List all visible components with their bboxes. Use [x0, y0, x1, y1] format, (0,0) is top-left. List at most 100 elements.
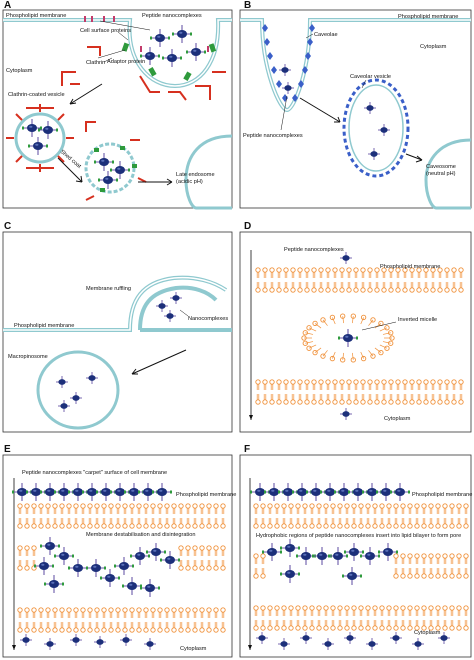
bilayer-d-bottom	[255, 379, 464, 405]
lipid-head	[386, 517, 392, 529]
label-e-membrane: Phospholipid membrane	[176, 492, 236, 498]
lipid-head	[407, 619, 413, 631]
micelle-tail	[379, 327, 388, 332]
lipid-head	[255, 379, 261, 391]
caveolin-coat	[262, 24, 315, 102]
micelle-tail	[322, 350, 328, 357]
lipid-head	[311, 393, 317, 405]
lipid-head	[351, 517, 357, 529]
lipid-head	[330, 605, 336, 617]
lipid-head	[253, 605, 259, 617]
lipid-head	[423, 379, 429, 391]
lipid-head	[267, 517, 273, 529]
lipid-head	[213, 517, 219, 529]
lipid-head	[24, 607, 30, 619]
lipid-head	[143, 607, 149, 619]
lipid-head	[456, 553, 462, 565]
lipid-head	[38, 621, 44, 633]
lipid-head	[414, 517, 420, 529]
lipid-head	[269, 281, 275, 293]
lipid-head	[260, 503, 266, 515]
lipid-head	[171, 503, 177, 515]
lipid-head	[311, 281, 317, 293]
lipid-head	[442, 503, 448, 515]
lipid-head	[164, 607, 170, 619]
panel-a: Phospholipid membrane Peptide nanocomple…	[3, 13, 233, 210]
lipid-head	[80, 517, 86, 529]
lipid-head	[288, 619, 294, 631]
lipid-head	[94, 517, 100, 529]
lipid-head	[45, 503, 51, 515]
lipid-head	[276, 267, 282, 279]
lipid-head	[136, 607, 142, 619]
lipid-head	[206, 545, 212, 557]
lipid-head	[304, 393, 310, 405]
label-a-nanocomplexes: Peptide nanocomplexes	[142, 13, 202, 19]
lipid-head	[463, 553, 469, 565]
lipid-head	[463, 567, 469, 579]
lipid-head	[400, 553, 406, 565]
lipid-head	[199, 545, 205, 557]
lipid-head	[192, 559, 198, 571]
lipid-head	[402, 393, 408, 405]
lipid-head	[458, 281, 464, 293]
micelle-head	[306, 345, 312, 351]
lipid-head	[185, 621, 191, 633]
lipid-head	[297, 379, 303, 391]
lipid-head	[295, 605, 301, 617]
lipid-head	[325, 393, 331, 405]
lipid-head	[318, 393, 324, 405]
lipid-head	[395, 393, 401, 405]
lipid-head	[157, 607, 163, 619]
lipid-head	[316, 503, 322, 515]
bilayer-e-top	[17, 503, 226, 529]
panel-b-letter: B	[244, 0, 251, 11]
lipid-head	[274, 503, 280, 515]
label-c-membrane: Phospholipid membrane	[14, 323, 74, 329]
lipid-head	[288, 517, 294, 529]
lipid-head	[281, 605, 287, 617]
label-d-micelle: Inverted micelle	[398, 317, 437, 323]
lipid-head	[87, 503, 93, 515]
lipid-head	[220, 621, 226, 633]
cytoplasm-nc-e	[19, 633, 157, 651]
micelle-tail	[360, 351, 364, 359]
lipid-head	[171, 607, 177, 619]
lipid-head	[108, 517, 114, 529]
lipid-head	[414, 503, 420, 515]
lipid-head	[365, 619, 371, 631]
lipid-head	[353, 379, 359, 391]
lipid-head	[428, 503, 434, 515]
lipid-head	[388, 393, 394, 405]
lipid-head	[17, 559, 23, 571]
lipid-head	[108, 621, 114, 633]
micelle-head	[306, 325, 312, 331]
micelle-tail	[368, 350, 374, 357]
lipid-head	[276, 379, 282, 391]
panel-a-letter: A	[4, 0, 11, 11]
lipid-head	[421, 605, 427, 617]
lipid-head	[442, 553, 448, 565]
lipid-head	[449, 517, 455, 529]
lipid-head	[374, 267, 380, 279]
lipid-head	[309, 517, 315, 529]
lipid-head	[407, 503, 413, 515]
lipid-head	[428, 619, 434, 631]
lipid-head	[325, 379, 331, 391]
lipid-head	[451, 379, 457, 391]
lipid-head	[393, 605, 399, 617]
lipid-head	[281, 503, 287, 515]
lipid-head	[367, 393, 373, 405]
lipid-head	[143, 517, 149, 529]
lipid-head	[31, 621, 37, 633]
bilayer-e-bottom	[17, 607, 226, 633]
lipid-head	[297, 281, 303, 293]
pore-f	[262, 538, 398, 586]
lipid-head	[260, 567, 266, 579]
lipid-head	[164, 517, 170, 529]
caveosome	[424, 138, 472, 210]
lipid-head	[435, 503, 441, 515]
lipid-head	[400, 605, 406, 617]
lipid-head	[456, 605, 462, 617]
lipid-head	[94, 503, 100, 515]
